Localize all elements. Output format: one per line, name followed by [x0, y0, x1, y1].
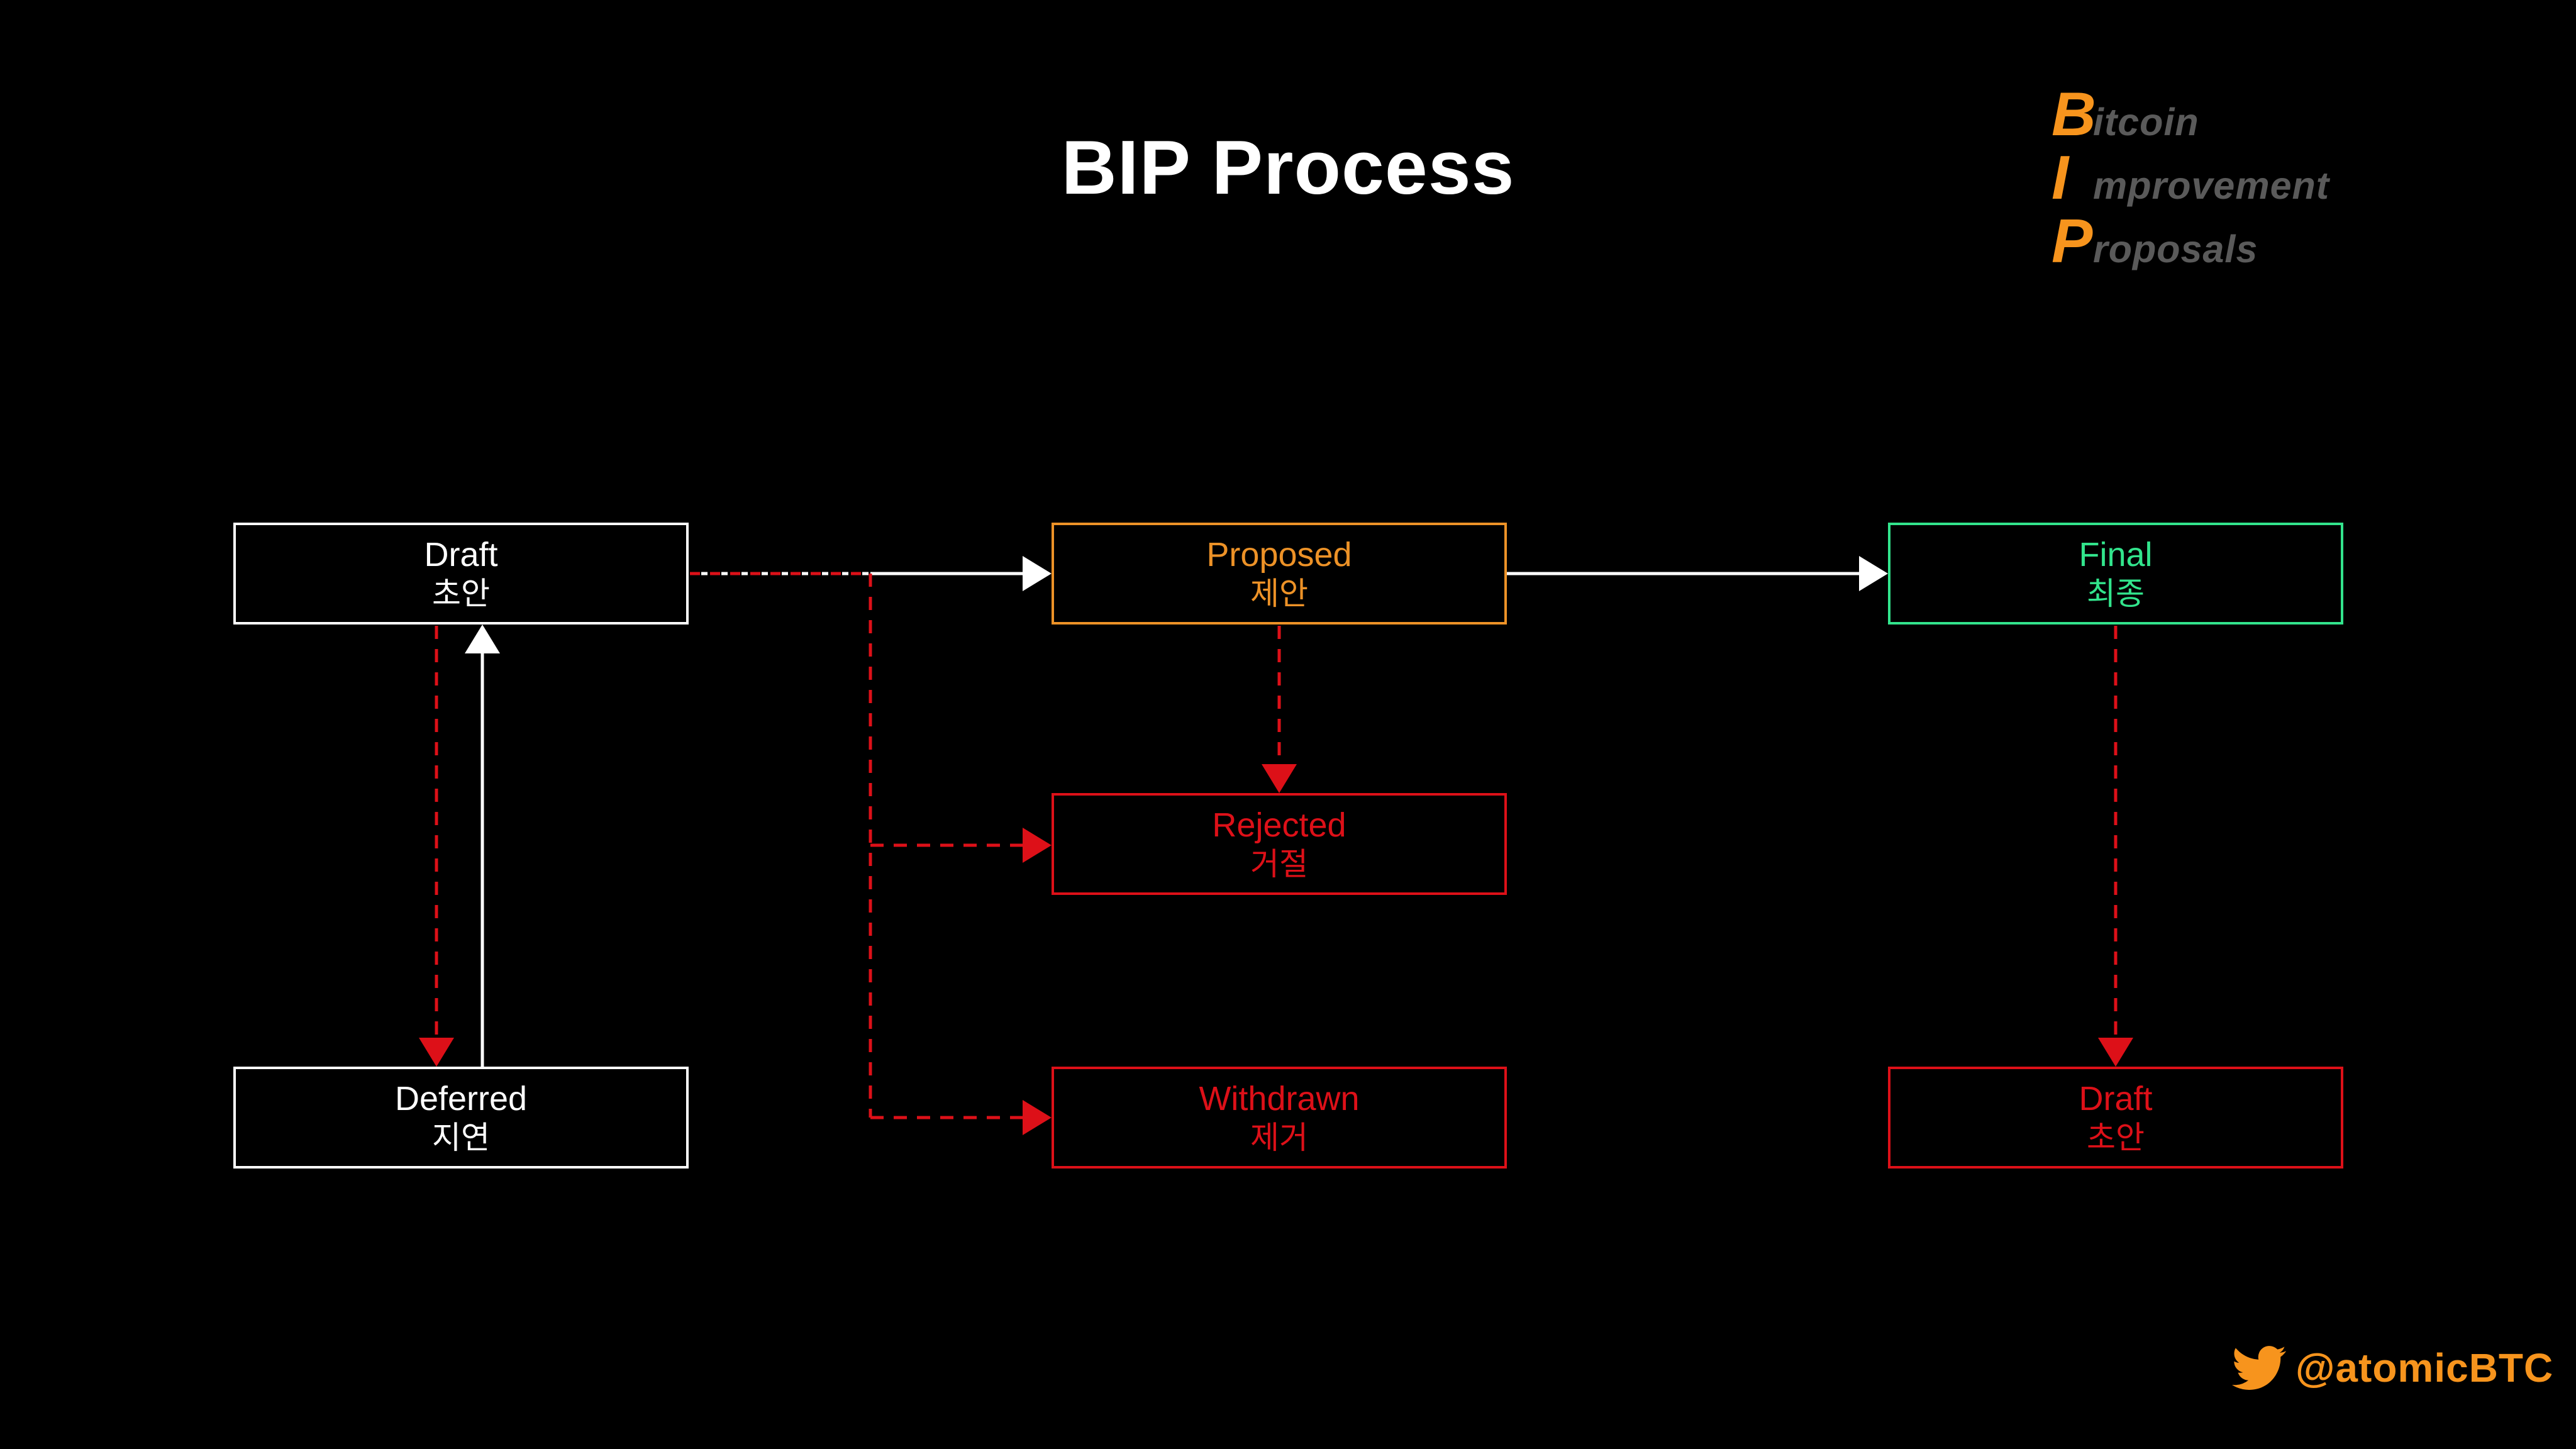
node-withdrawn: Withdrawn 제거 [1052, 1067, 1507, 1169]
node-final-draft: Draft 초안 [1888, 1067, 2343, 1169]
node-deferred-label: Deferred [394, 1080, 528, 1118]
arrowhead-into-final-draft-top [2098, 1038, 2133, 1067]
edge-draft-to-deferred [419, 626, 454, 1067]
node-withdrawn-label: Withdrawn [1199, 1080, 1360, 1118]
node-final-draft-label: Draft [2079, 1080, 2153, 1118]
node-draft-sublabel: 초안 [432, 576, 490, 611]
node-final: Final 최종 [1888, 523, 2343, 625]
arrowhead-into-proposed [1023, 556, 1052, 591]
edge-final-to-draft [2098, 626, 2133, 1067]
edge-deferred-to-draft [465, 625, 500, 1067]
arrowhead-into-deferred-top [419, 1038, 454, 1067]
logo-initial-b: B [2051, 79, 2096, 148]
node-final-sublabel: 최종 [2087, 576, 2145, 611]
arrowhead-into-withdrawn-left [1023, 1100, 1052, 1135]
node-rejected-label: Rejected [1212, 806, 1346, 844]
node-proposed-label: Proposed [1206, 536, 1352, 574]
node-proposed: Proposed 제안 [1052, 523, 1507, 625]
page-title: BIP Process [1061, 125, 1515, 210]
node-withdrawn-sublabel: 제거 [1250, 1120, 1308, 1155]
twitter-handle: @atomicBTC [2296, 1345, 2554, 1391]
edge-draft-to-proposed [690, 556, 1052, 591]
node-final-label: Final [2079, 536, 2153, 574]
node-deferred: Deferred 지연 [233, 1067, 689, 1169]
node-draft-label: Draft [424, 536, 498, 574]
node-rejected: Rejected 거절 [1052, 793, 1507, 895]
arrowhead-into-rejected-left [1023, 828, 1052, 863]
logo-initial-i: I [2051, 143, 2069, 212]
edge-proposed-to-rejected [1262, 626, 1297, 793]
logo-rest-proposals: roposals [2093, 228, 2258, 270]
node-proposed-sublabel: 제안 [1250, 576, 1308, 611]
edge-draft-to-rejected [870, 828, 1052, 863]
arrowhead-into-draft-bottom [465, 625, 500, 653]
logo-rest-improvement: mprovement [2093, 164, 2330, 207]
node-rejected-sublabel: 거절 [1250, 847, 1308, 882]
edge-proposed-to-final [1507, 556, 1888, 591]
arrowhead-into-rejected-top [1262, 764, 1297, 793]
edge-draft-to-withdrawn [870, 1100, 1052, 1135]
credit-footer: @atomicBTC [2226, 1341, 2553, 1395]
twitter-bird-icon [2232, 1346, 2286, 1390]
arrowhead-into-final [1859, 556, 1888, 591]
logo-rest-bitcoin: itcoin [2093, 101, 2199, 143]
logo-initial-p: P [2051, 206, 2093, 275]
node-final-draft-sublabel: 초안 [2087, 1120, 2145, 1155]
node-deferred-sublabel: 지연 [432, 1120, 490, 1155]
node-draft: Draft 초안 [233, 523, 689, 625]
